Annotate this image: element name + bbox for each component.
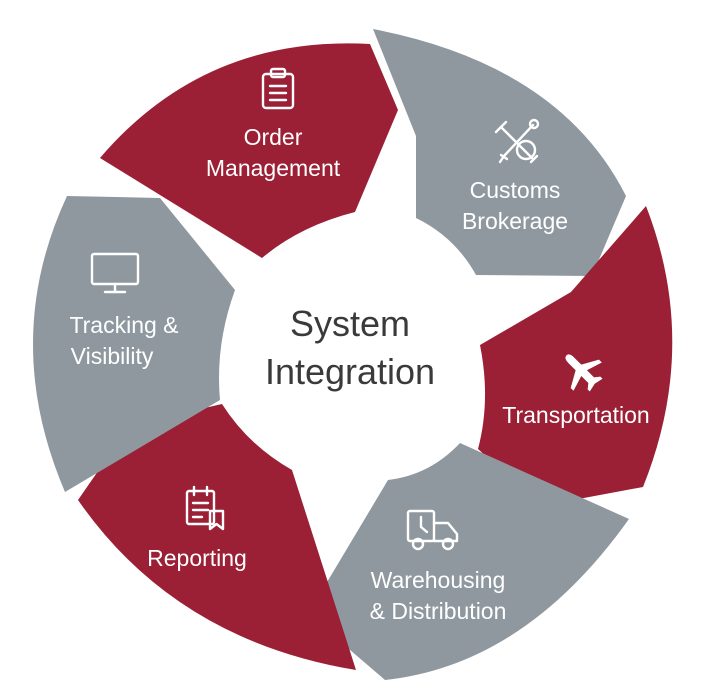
tracking-visibility-label-line-1: Tracking & (69, 312, 178, 338)
order-management-label-line-2: Management (206, 155, 341, 181)
customs-brokerage-label-line-1: Customs (470, 177, 561, 203)
clipboard-icon (261, 67, 295, 110)
warehousing-label-line-1: Warehousing (371, 567, 506, 593)
center-title-line-1: System (290, 303, 410, 344)
order-management-label-line-1: Order (244, 124, 303, 150)
warehousing-label-line-2: & Distribution (370, 598, 507, 624)
reporting-label: Reporting (147, 545, 247, 571)
customs-tools-icon (494, 118, 540, 164)
segment-transportation (478, 206, 673, 506)
report-document-icon (185, 485, 225, 531)
transportation-label: Transportation (502, 402, 649, 428)
center-title-line-2: Integration (265, 351, 435, 392)
segment-tracking-visibility (32, 196, 235, 492)
customs-brokerage-label-line-2: Brokerage (462, 208, 568, 234)
segment-reporting (78, 404, 356, 670)
segment-order-management (100, 43, 398, 259)
airplane-icon (565, 354, 603, 392)
tracking-visibility-label-line-2: Visibility (71, 343, 154, 369)
center-circle (226, 223, 474, 471)
segment-warehousing-distribution (308, 443, 629, 680)
monitor-icon (90, 252, 140, 294)
segment-customs-brokerage (373, 29, 626, 276)
delivery-truck-icon (406, 509, 459, 551)
